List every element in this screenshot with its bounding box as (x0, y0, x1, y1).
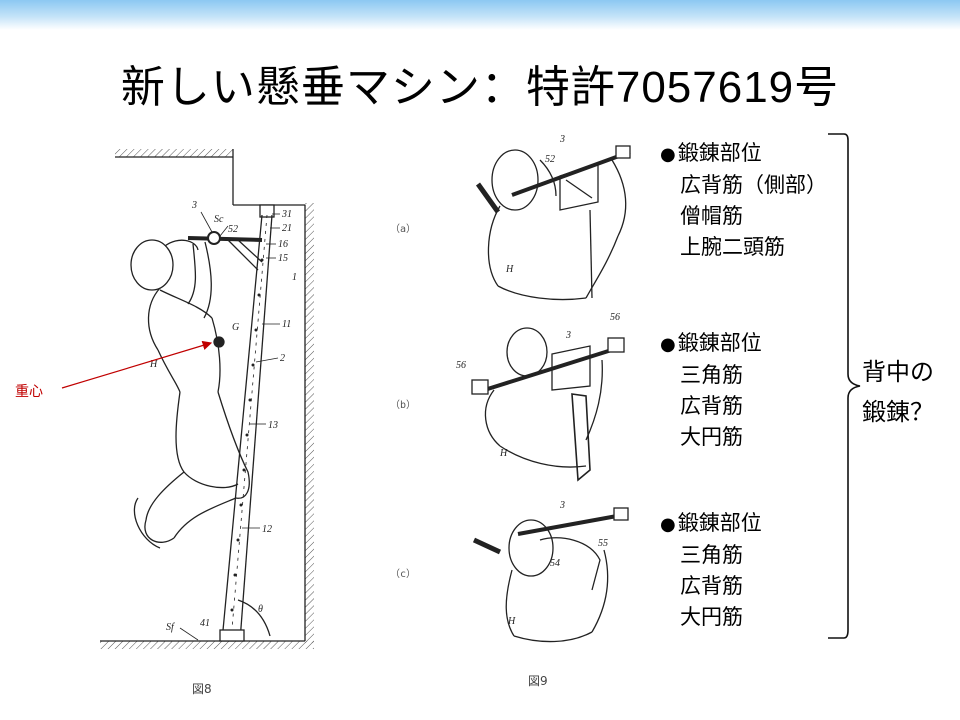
muscle-item: 上腕二頭筋 (680, 235, 785, 259)
muscle-group-c: ●鍛錬部位 三角筋 広背筋 大円筋 (660, 508, 762, 633)
fig8-label: G (232, 322, 239, 333)
bullet-icon: ● (660, 334, 676, 355)
muscle-group-heading-text: 鍛錬部位 (677, 511, 762, 535)
bullet-icon: ● (660, 514, 676, 535)
fig8-label: 1 (292, 272, 297, 283)
figure-9a-drawing (475, 145, 631, 301)
muscle-item: 広背筋 (680, 394, 743, 418)
conclusion-line-2: 鍛錬？ (862, 398, 934, 426)
muscle-item: 広背筋 (680, 574, 743, 598)
fig9a-label: 3 (559, 134, 565, 145)
fig8-label: 15 (278, 253, 288, 264)
conclusion-text: 背中の 鍛錬？ (862, 352, 934, 432)
slide-title-text: 新しい懸垂マシン：特許 (120, 62, 616, 113)
fig8-label: θ (258, 604, 263, 615)
muscle-list: 広背筋（側部） 僧帽筋 上腕二頭筋 (660, 170, 827, 263)
slide-title: 新しい懸垂マシン：特許7057619号 (0, 58, 960, 118)
wall-hatch (305, 203, 314, 643)
fig9c-label: H (507, 616, 516, 627)
fig9c-label: 3 (559, 500, 565, 511)
figure-9b-label: （b） (390, 400, 417, 411)
conclusion-line-1: 背中の (862, 358, 934, 386)
muscle-item: 大円筋 (680, 425, 743, 449)
muscle-group-a: ●鍛錬部位 広背筋（側部） 僧帽筋 上腕二頭筋 (660, 138, 827, 263)
center-of-gravity-pointer (61, 340, 213, 389)
fig8-handle-bar (187, 236, 263, 242)
figure-9-caption: 図9 (528, 674, 548, 688)
figure-9c-label: （c） (390, 569, 417, 580)
figure-8-reference-labels: 3 Sc 52 31 21 16 15 1 11 G H 2 13 12 Sf … (149, 200, 297, 633)
muscle-group-heading-text: 鍛錬部位 (677, 331, 762, 355)
muscle-item: 三角筋 (680, 363, 743, 387)
muscle-item: 僧帽筋 (680, 204, 743, 228)
center-of-gravity-label: 重心 (15, 384, 43, 400)
figure-9-reference-labels: 3 52 H 3 56 56 H 3 55 54 H (456, 134, 620, 627)
ceiling-hatch (115, 149, 233, 157)
fig8-label: 11 (282, 319, 291, 330)
fig9c-label: 54 (550, 558, 560, 569)
grouping-brace (828, 133, 861, 639)
fig8-label: H (149, 359, 158, 370)
fig8-label: 3 (191, 200, 197, 211)
fig9b-label: 56 (456, 360, 466, 371)
floor-hatch (100, 641, 314, 649)
fig8-label: 52 (228, 224, 238, 235)
figure-8-caption: 図8 (192, 682, 212, 696)
figure-9c-drawing (472, 507, 629, 643)
muscle-group-b: ●鍛錬部位 三角筋 広背筋 大円筋 (660, 328, 762, 453)
center-of-gravity-mark (213, 336, 225, 348)
tilt-angle-arc (237, 599, 271, 637)
bullet-icon: ● (660, 144, 676, 165)
pull-up-pole (221, 214, 273, 642)
fig9b-label: H (499, 448, 508, 459)
fig9c-label: 55 (598, 538, 608, 549)
muscle-group-heading: ●鍛錬部位 (660, 508, 762, 540)
fig8-label: 31 (281, 209, 292, 220)
patent-number: 7057619 (615, 63, 795, 112)
muscle-group-heading: ●鍛錬部位 (660, 138, 827, 170)
fig8-label: 21 (282, 223, 292, 234)
fig9b-label: 3 (565, 330, 571, 341)
muscle-item: 三角筋 (680, 543, 743, 567)
header-gradient-band (0, 0, 960, 30)
figure-8-drawing (100, 149, 314, 649)
figure-9b-drawing (471, 327, 625, 482)
slide-title-suffix: 号 (794, 62, 840, 113)
fig9b-label: 56 (610, 312, 620, 323)
muscle-item: 広背筋（側部） (680, 173, 827, 197)
fig8-label: 12 (262, 524, 272, 535)
fig8-label: 41 (200, 618, 210, 629)
muscle-item: 大円筋 (680, 605, 743, 629)
fig8-person (130, 239, 250, 549)
fig8-label: Sf (166, 622, 175, 633)
fig9a-label: 52 (545, 154, 555, 165)
muscle-list: 三角筋 広背筋 大円筋 (660, 540, 762, 633)
fig8-label: 16 (278, 239, 288, 250)
fig8-label: 2 (280, 353, 285, 364)
fig9a-label: H (505, 264, 514, 275)
muscle-group-heading: ●鍛錬部位 (660, 328, 762, 360)
muscle-group-heading-text: 鍛錬部位 (677, 141, 762, 165)
fig8-label: 13 (268, 420, 278, 431)
muscle-list: 三角筋 広背筋 大円筋 (660, 360, 762, 453)
figure-9a-label: （a） (390, 224, 417, 235)
fig8-label: Sc (214, 214, 224, 225)
